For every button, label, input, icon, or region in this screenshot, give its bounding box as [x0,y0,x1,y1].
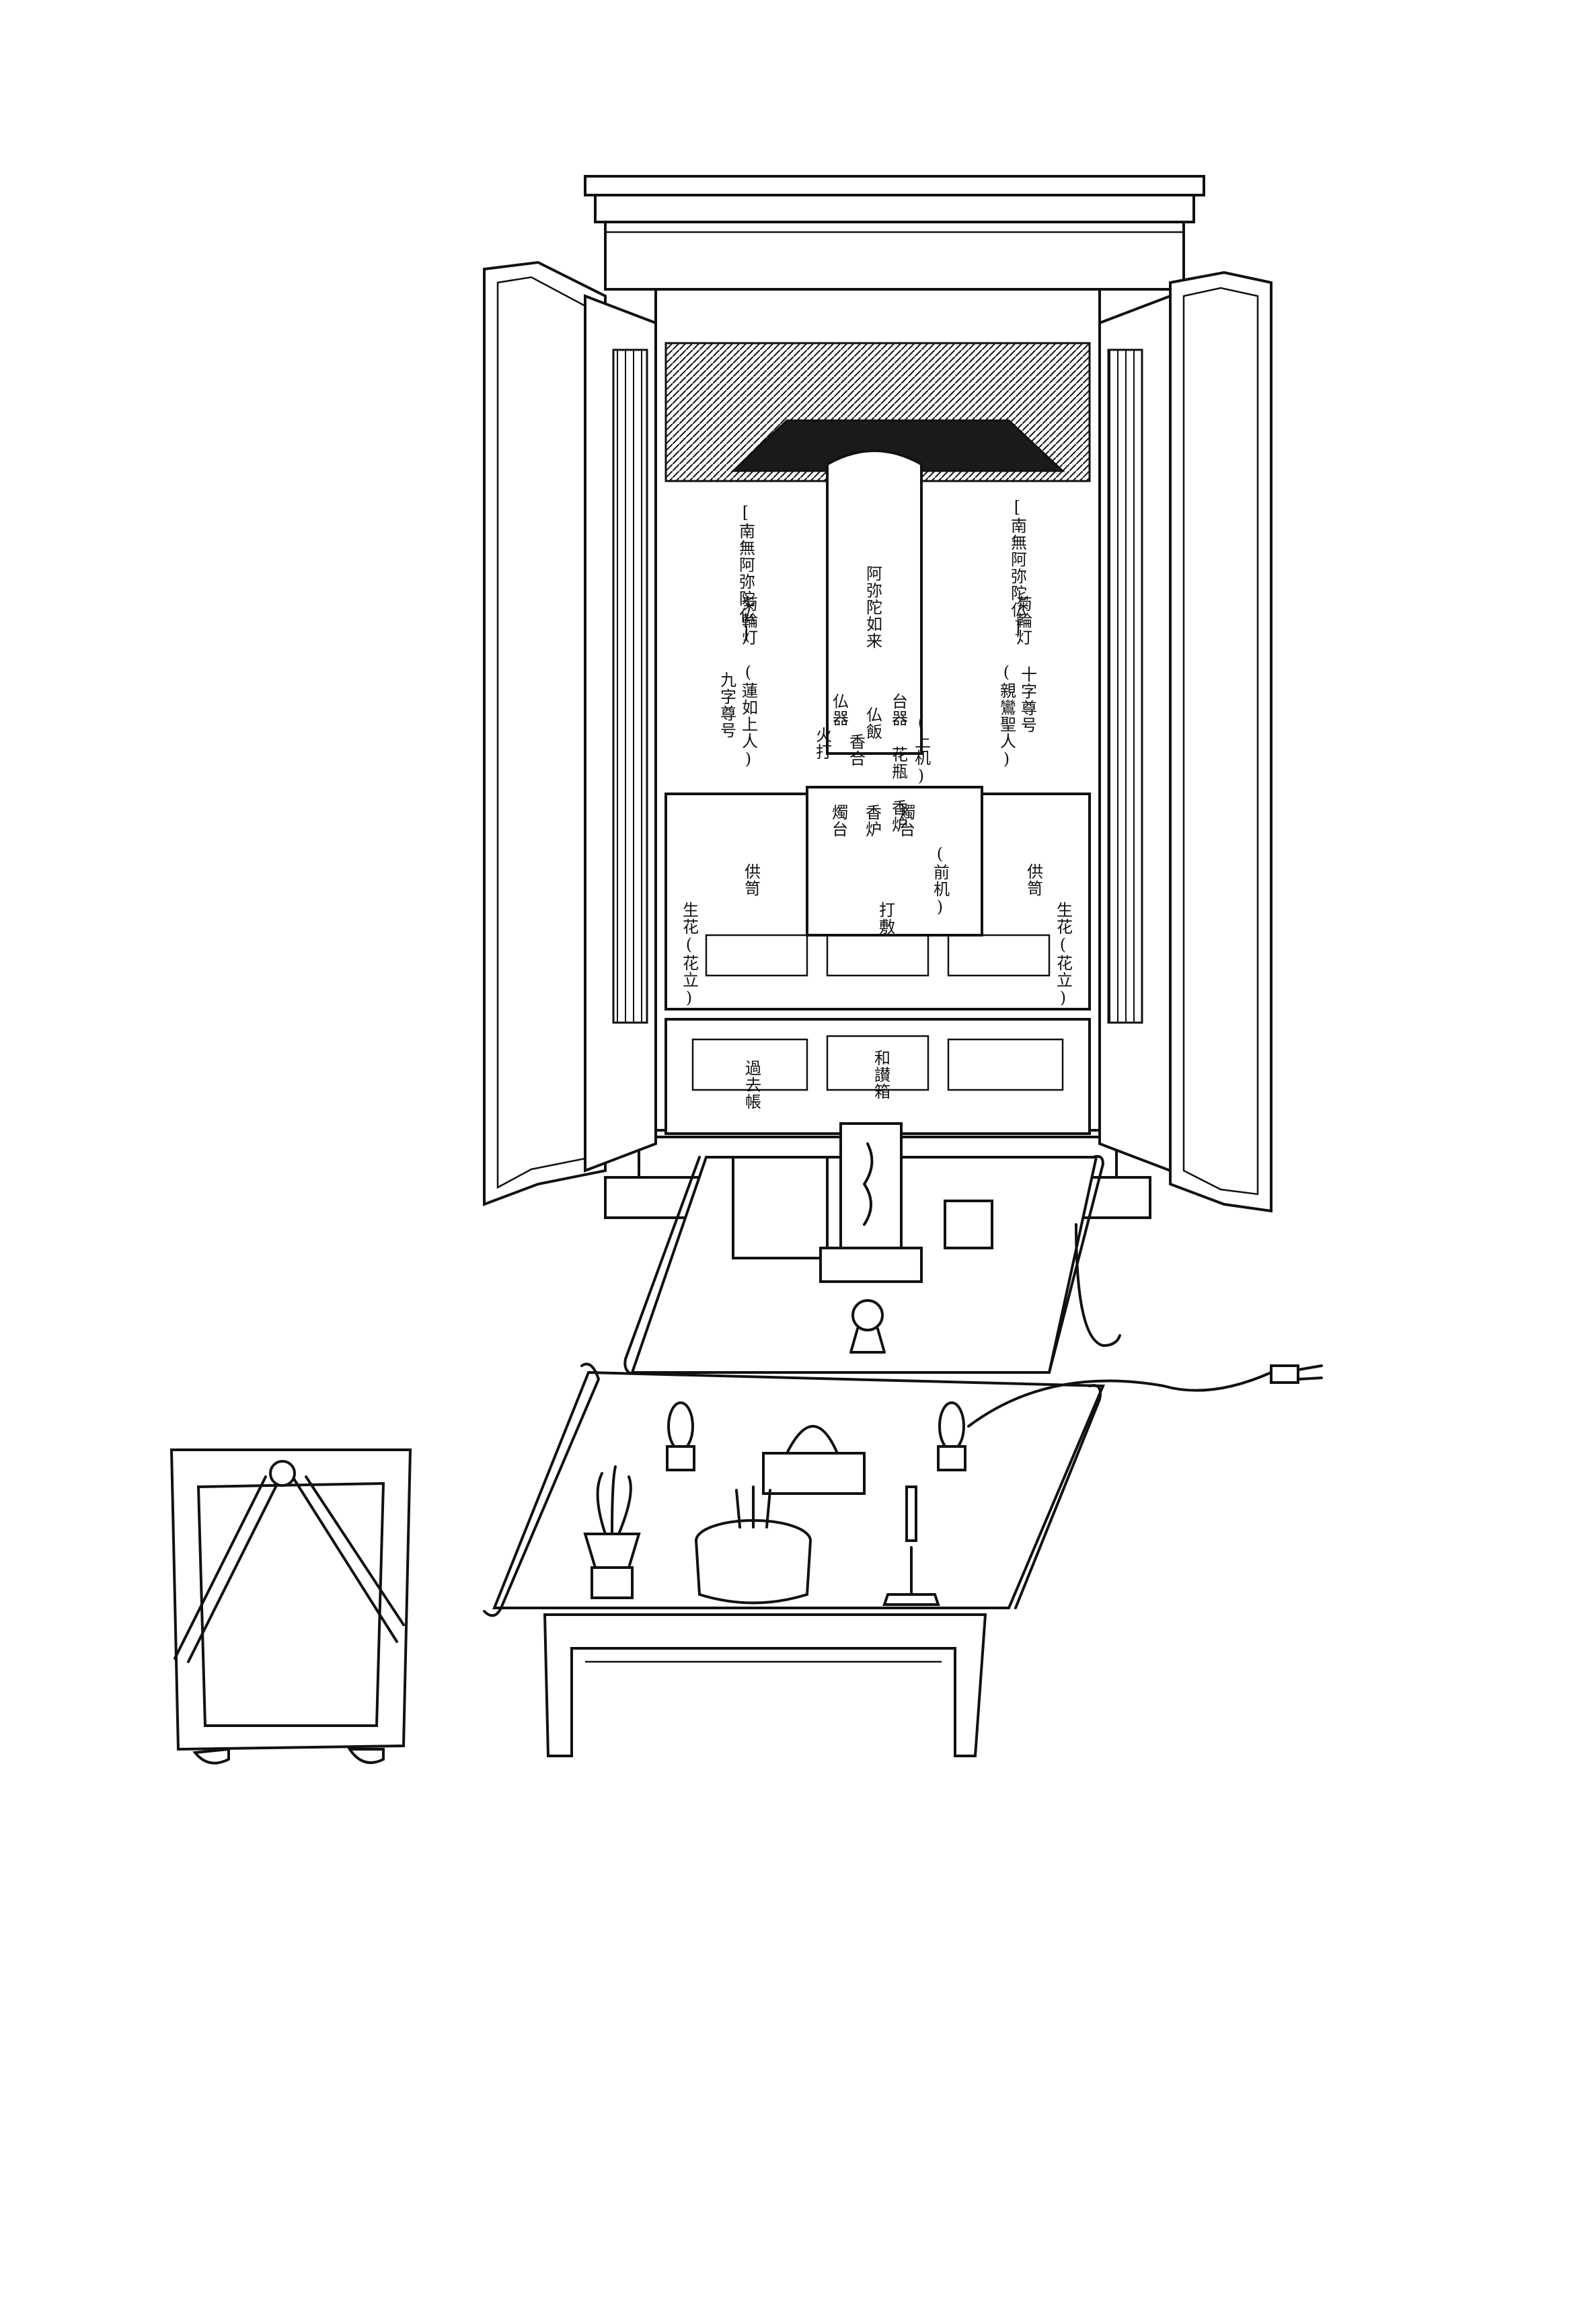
label-right-lamp: 菊輪灯 [1014,595,1030,646]
label-incense-burner: 香炉 [864,804,880,838]
label-flower-left: 生花(花立) [681,902,697,1008]
label-buddha-lamp: 仏器 [831,693,847,727]
label-sutra-book: 和讃箱 [872,1050,888,1100]
label-upper-desk: (上机) [913,713,929,786]
right-doors [1100,272,1271,1211]
label-front-desk: (前机) [932,844,948,917]
label-left-nine-char: 九字尊号 [718,671,734,739]
label-uchishiki: 打敷 [877,902,893,935]
label-candle-fire: 火打 [814,727,830,760]
label-rice: 仏飯 [864,706,880,740]
cabinet-crown [585,176,1204,289]
left-doors [484,262,656,1204]
label-main-image: 阿弥陀如来 [864,565,880,649]
label-offering-left: 供笥 [743,863,759,897]
label-left-master: (蓮如上人) [740,663,756,769]
label-left-lamp: 菊輪灯 [740,595,756,646]
label-incense-box: 香合 [847,733,864,767]
upper-desk [625,1124,1120,1376]
label-right-ten-char: 十字尊号 [1019,666,1035,733]
label-flower-right: 生花(花立) [1055,902,1071,1008]
memorial-portrait [172,1450,410,1763]
label-candlestick-left: 燭台 [830,804,846,838]
label-offering-right: 供笥 [1025,863,1041,897]
label-death-register: 過去帳 [743,1060,759,1110]
label-candlestick-right: 燭台 [897,804,913,838]
label-right-master: (親鸞聖人) [998,663,1014,769]
front-desk [484,1364,1322,1757]
